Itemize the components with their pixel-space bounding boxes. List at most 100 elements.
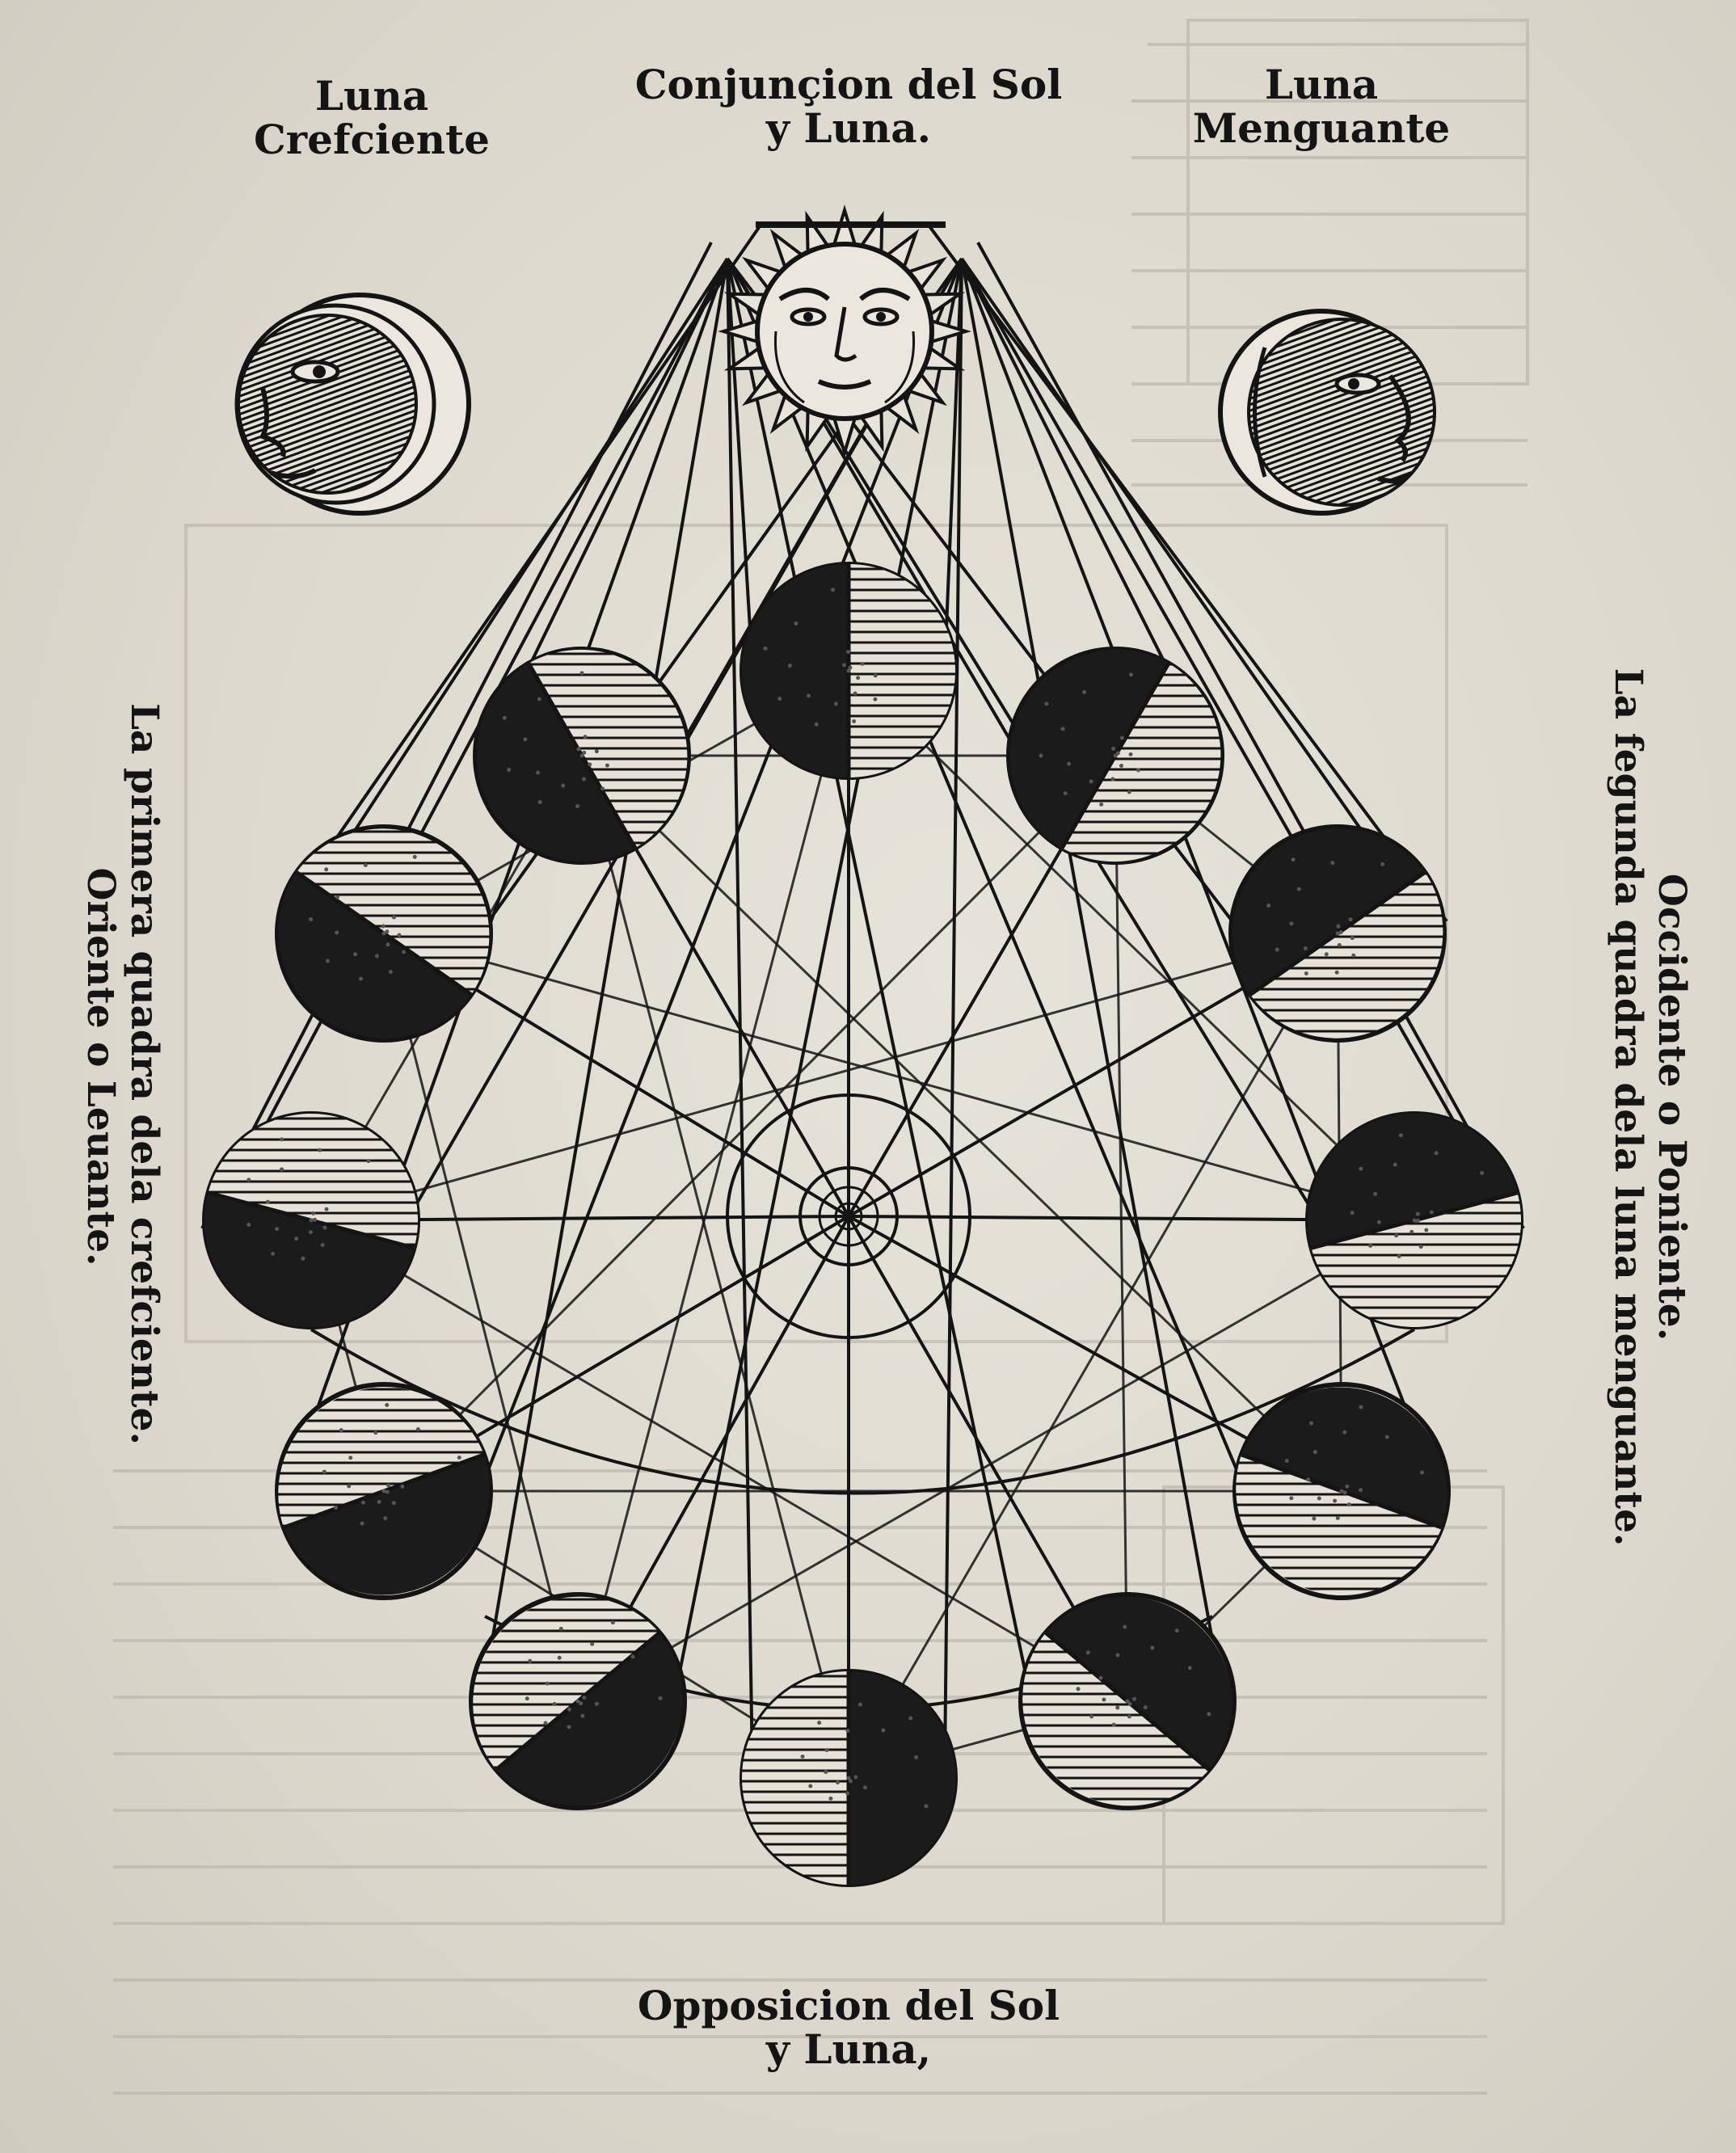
moon-speck (1085, 1650, 1090, 1655)
moon-speck (1336, 924, 1341, 929)
moon-speck (366, 1159, 371, 1164)
moon-speck (309, 916, 314, 921)
waning-label-line2: Menguante (1192, 104, 1451, 152)
moon-speck (246, 1178, 251, 1182)
moon-phase-dark (204, 1192, 415, 1328)
moon-speck (583, 735, 588, 739)
moon-speck (360, 1500, 365, 1505)
moon-speck (580, 1713, 585, 1718)
moon-speck (301, 1256, 305, 1261)
moon-speck (377, 1499, 381, 1504)
moon-speck (1060, 727, 1065, 731)
moon-speck (322, 1469, 327, 1474)
moon-speck (1207, 1712, 1211, 1717)
moon-speck (807, 693, 811, 698)
moon-speck (1350, 936, 1355, 941)
moon-phase-ring (202, 562, 1523, 1887)
moon-speck (275, 1227, 280, 1232)
moon-phase-icon (1018, 1592, 1237, 1810)
moon-speck (1266, 904, 1271, 908)
cross-line (580, 755, 850, 1779)
moon-speck (415, 1426, 420, 1431)
moon-speck (800, 1754, 805, 1759)
moon-speck (397, 933, 402, 937)
moon-speck (1373, 1191, 1378, 1196)
moon-speck (358, 976, 363, 981)
moon-speck (1359, 1405, 1363, 1409)
moon-speck (1113, 753, 1118, 758)
moon-speck (600, 786, 605, 791)
moon-phase-dark (1241, 1387, 1447, 1528)
moon-speck (1397, 1253, 1401, 1258)
envelope-line (277, 225, 761, 923)
moon-speck (846, 668, 851, 673)
crescent-label: Luna Crefciente (251, 74, 493, 162)
moon-speck (630, 1654, 635, 1659)
ray-line (726, 258, 1034, 1702)
moon-speck (537, 697, 541, 702)
moon-speck (1434, 1151, 1439, 1156)
moon-speck (1380, 862, 1385, 866)
moon-speck (1143, 1705, 1148, 1710)
moon-speck (862, 1785, 867, 1790)
moon-speck (1333, 1498, 1338, 1503)
moon-speck (1345, 1484, 1350, 1489)
moon-speck (845, 1791, 850, 1796)
moon-phase-lit (1311, 1192, 1522, 1328)
left-quadrant-line2: Oriente o Leuante. (78, 867, 123, 1266)
moon-speck (1082, 689, 1087, 694)
moon-speck (1039, 753, 1043, 758)
moon-speck (846, 649, 851, 654)
moon-speck (400, 1484, 405, 1489)
moon-speck (347, 1484, 352, 1489)
moon-speck (1111, 746, 1116, 751)
moon-phase-dark (742, 564, 849, 777)
moon-speck (787, 664, 792, 668)
moon-speck (1415, 1218, 1420, 1223)
moon-speck (856, 676, 861, 680)
moon-speck (1127, 1714, 1131, 1719)
cross-line (310, 932, 1338, 1222)
ray-line (726, 258, 1248, 1492)
moon-speck (1063, 791, 1068, 796)
moon-speck (579, 1701, 584, 1706)
moon-speck (502, 715, 507, 720)
moon-speck (1115, 1653, 1120, 1658)
moon-speck (845, 1729, 850, 1734)
moon-speck (588, 762, 592, 767)
moon-speck (605, 763, 609, 768)
moon-speck (1424, 1228, 1429, 1232)
cross-line (847, 669, 1416, 1222)
moon-speck (1110, 777, 1115, 782)
moon-speck (1111, 1722, 1116, 1727)
moon-speck (1415, 1211, 1420, 1216)
moon-speck (1098, 1675, 1103, 1680)
ray-line (478, 258, 963, 1492)
ray-line (960, 258, 1512, 1221)
moon-speck (1128, 672, 1133, 677)
envelope-line (928, 225, 1448, 923)
lower-arc (310, 1328, 1416, 1495)
moon-speck (385, 929, 390, 934)
moon-speck (1350, 1211, 1355, 1216)
moon-speck (1393, 1162, 1397, 1167)
moon-speck (1099, 802, 1104, 807)
moon-speck (339, 1428, 343, 1433)
moon-phase-dark (1307, 1113, 1518, 1249)
moon-speck (265, 1199, 270, 1204)
moon-speck (914, 1755, 919, 1759)
waning-moon-face-icon (1218, 309, 1436, 516)
moon-speck (852, 718, 857, 723)
moon-speck (1342, 1430, 1347, 1435)
moon-speck (507, 768, 512, 773)
moon-speck (1376, 1220, 1381, 1224)
moon-speck (309, 1218, 314, 1223)
crescent-label-line1: Luna (314, 72, 429, 120)
moon-speck (335, 930, 339, 935)
moon-speck (322, 1225, 327, 1230)
right-quadrant-label: Occidente o Poniente. La fegunda quadra … (1606, 663, 1694, 1552)
moon-speck (658, 1696, 663, 1700)
ray-line (672, 258, 963, 1702)
moon-phase-lit (1236, 1454, 1442, 1595)
